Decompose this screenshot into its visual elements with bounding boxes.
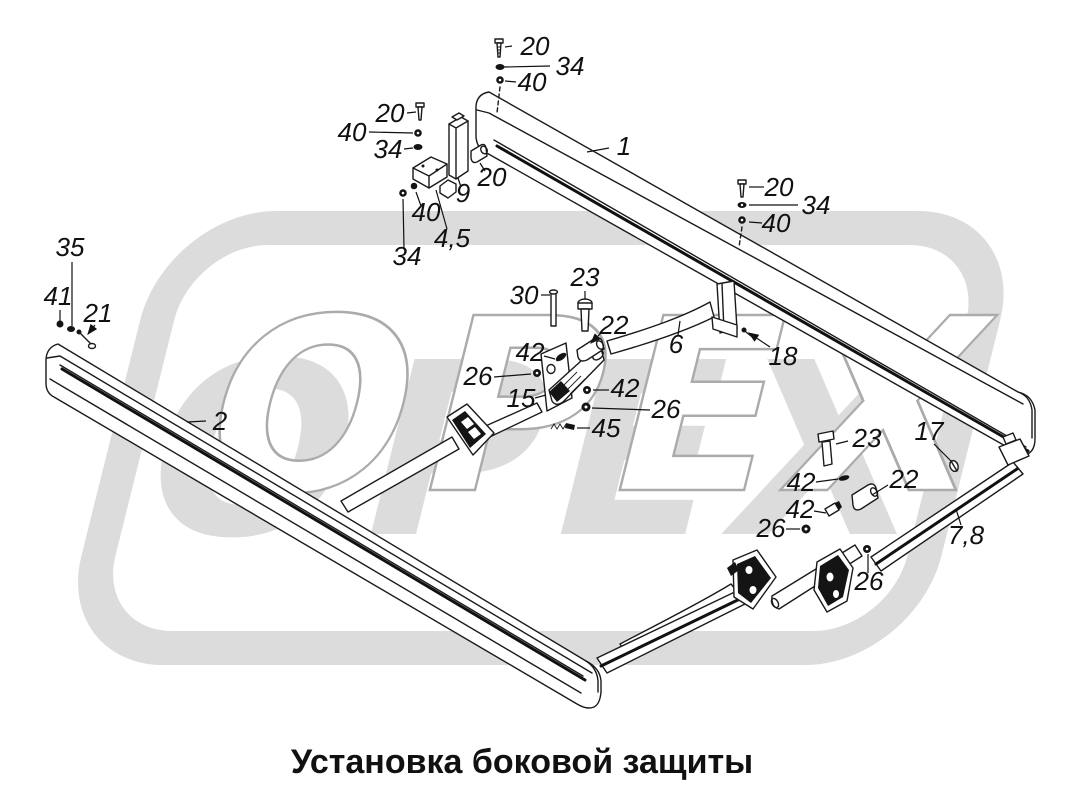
- bottom-rail: [45, 343, 602, 709]
- bolt-23-icon: [817, 430, 835, 443]
- pin-42-icon: [838, 475, 850, 481]
- sleeve-22-icon: [851, 483, 879, 511]
- callout-leader-9: [457, 177, 462, 188]
- callout-label-40: 40: [518, 67, 547, 97]
- pin-30-icon: [550, 292, 557, 327]
- callout-leader-34: [402, 198, 405, 249]
- nut-40-icon: [410, 182, 418, 190]
- callout-label-42: 42: [787, 467, 816, 497]
- callout-label-17: 17: [915, 416, 945, 446]
- callout-label-45: 45: [592, 413, 621, 443]
- callout-label-22: 22: [889, 464, 919, 494]
- callout-leader-21: [87, 323, 98, 335]
- callout-leader-40: [504, 80, 517, 83]
- spring-45-icon: [550, 423, 567, 430]
- pin-42-icon: [555, 352, 567, 362]
- callout-leader-18: [748, 332, 771, 348]
- rivet-icon: [741, 327, 747, 333]
- screw-20-icon: [494, 38, 504, 44]
- callout-label-7,8: 7,8: [948, 520, 985, 550]
- callout-leader-40: [368, 131, 414, 134]
- callout-leader-15: [534, 394, 547, 399]
- callout-leader-22: [590, 331, 603, 344]
- callout-leader-40: [415, 191, 422, 207]
- callout-label-20: 20: [764, 172, 794, 202]
- callout-leader-7,8: [955, 508, 962, 526]
- callout-leader-20: [504, 45, 513, 48]
- bottom-center-assembly: [596, 549, 777, 674]
- callout-leader-23: [835, 440, 849, 445]
- callout-leader-42: [543, 355, 556, 360]
- callout-label-1: 1: [617, 131, 631, 161]
- screw-20-icon: [737, 179, 747, 185]
- callout-leader-42: [815, 478, 839, 483]
- callout-label-26: 26: [756, 513, 786, 543]
- callout-leader-1: [586, 147, 610, 153]
- callout-label-40: 40: [412, 197, 441, 227]
- washer-35-icon: [67, 326, 75, 332]
- callout-label-35: 35: [56, 232, 85, 262]
- callout-label-34: 34: [393, 241, 422, 271]
- fastener-set-right: [737, 179, 747, 248]
- nut-41-icon: [56, 320, 64, 328]
- callout-label-26: 26: [854, 566, 884, 596]
- leg-bracket: [446, 403, 495, 456]
- callout-leader-20: [406, 111, 417, 114]
- wedge-4-5-icon: [412, 156, 448, 189]
- center-latch-assembly: [533, 289, 605, 430]
- pin-20-icon: [470, 143, 488, 164]
- callout-label-42: 42: [516, 337, 545, 367]
- callout-leader-40: [748, 221, 763, 224]
- callout-label-22: 22: [599, 310, 629, 340]
- callouts: 203440204034209404,534354121122034403023…: [44, 31, 985, 596]
- callout-label-26: 26: [651, 394, 681, 424]
- callout-label-18: 18: [769, 341, 798, 371]
- callout-label-40: 40: [338, 117, 367, 147]
- fastener-set-left: [399, 102, 488, 199]
- callout-leader-6: [677, 320, 681, 336]
- callout-label-30: 30: [510, 280, 539, 310]
- callout-label-2: 2: [212, 406, 228, 436]
- callout-label-20: 20: [520, 31, 550, 61]
- callout-label-26: 26: [463, 361, 493, 391]
- callout-label-21: 21: [83, 298, 113, 328]
- callout-leader-34: [503, 65, 551, 68]
- callout-label-34: 34: [802, 190, 831, 220]
- callout-label-42: 42: [786, 494, 815, 524]
- callout-label-15: 15: [507, 383, 536, 413]
- callout-leader-20: [479, 162, 486, 172]
- callout-label-34: 34: [556, 51, 585, 81]
- callout-label-34: 34: [374, 134, 403, 164]
- washer-34-icon: [413, 144, 423, 150]
- callout-label-20: 20: [375, 98, 405, 128]
- callout-leader-34: [403, 147, 414, 150]
- callout-label-9: 9: [456, 178, 470, 208]
- callout-label-23: 23: [852, 423, 882, 453]
- callout-leader-22: [871, 484, 889, 496]
- bracket-18: [711, 280, 752, 338]
- callout-label-20: 20: [477, 162, 507, 192]
- top-rail: [475, 91, 1036, 457]
- screw-20-icon: [415, 102, 425, 108]
- callout-label-23: 23: [570, 262, 600, 292]
- callout-label-40: 40: [762, 208, 791, 238]
- callout-leader-2: [186, 420, 207, 423]
- fastener-set-top: [494, 38, 505, 114]
- callout-leader-4,5: [435, 189, 448, 230]
- callout-label-42: 42: [611, 373, 640, 403]
- callout-label-4,5: 4,5: [434, 223, 471, 253]
- callout-label-6: 6: [669, 329, 684, 359]
- diagram-title: Установка боковой защиты: [291, 743, 753, 781]
- washer-34-icon: [495, 64, 505, 70]
- callout-leader-26: [493, 373, 532, 378]
- callout-label-41: 41: [44, 281, 73, 311]
- callout-leader-26: [591, 407, 651, 411]
- fastener-set-far-left: [56, 320, 97, 350]
- lower-right-assembly: [770, 430, 1030, 613]
- callout-leader-17: [933, 443, 952, 462]
- callout-leader-42: [813, 510, 827, 514]
